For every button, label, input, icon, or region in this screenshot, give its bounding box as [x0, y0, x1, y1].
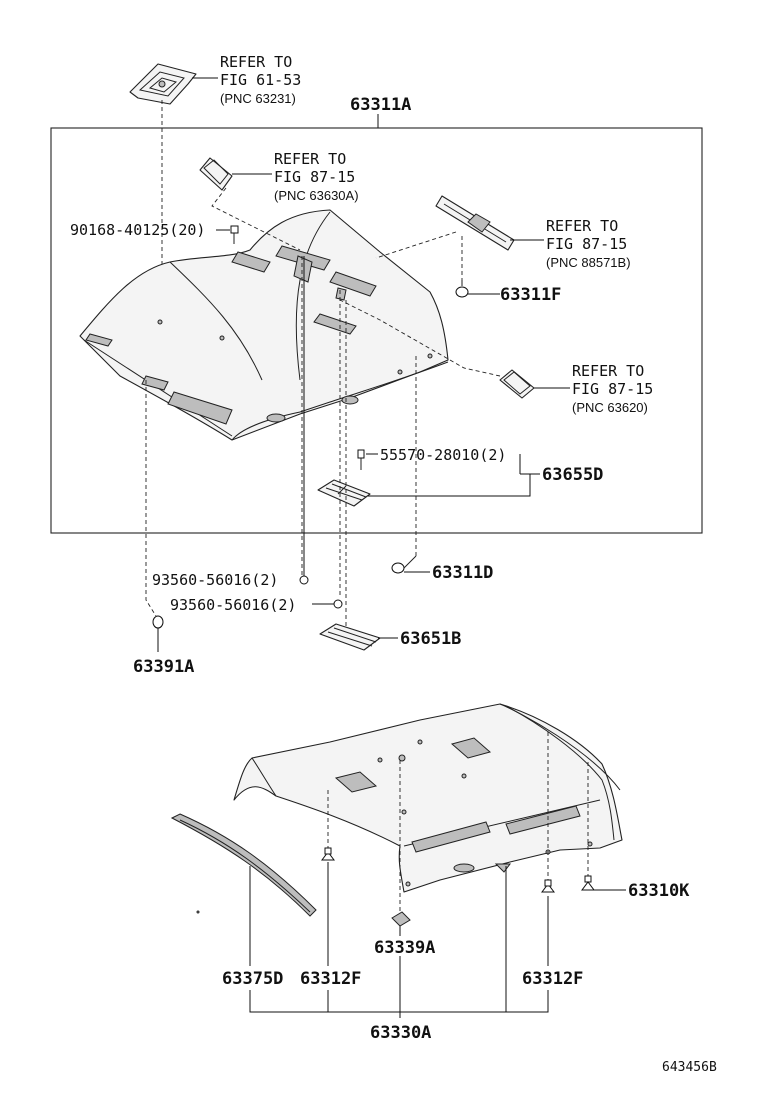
- ref-87-15-a-line3: (PNC 63630A): [274, 188, 359, 203]
- dash-ref-87-15-a: [211, 187, 301, 251]
- leader-63330A-center: [327, 866, 507, 1018]
- label-63339A: 63339A: [374, 938, 435, 958]
- clip-63339A: [391, 911, 411, 927]
- assembly-box-63311A: [50, 127, 703, 534]
- label-55570-28010: 55570-28010(2): [380, 446, 506, 464]
- label-63655D: 63655D: [542, 465, 603, 485]
- pad-63651B: [319, 623, 381, 651]
- ref-text-87-15-b: REFER TO FIG 87-15 (PNC 88571B): [546, 217, 631, 270]
- leader-63330A-bottom-bar: [249, 990, 549, 1013]
- dash-drop-5: [145, 380, 157, 617]
- ref-61-53-line2: FIG 61-53: [220, 71, 301, 89]
- clip-55570: [357, 449, 365, 470]
- ref-87-15-c-line1: REFER TO: [572, 362, 644, 380]
- dash-ref-87-15-c: [339, 299, 501, 377]
- clip-63310K: [581, 875, 595, 891]
- label-63311D: 63311D: [432, 563, 493, 583]
- bolt-63312F-left: [321, 847, 335, 861]
- bolt-63312F-right: [541, 879, 555, 893]
- ref-87-15-a-line2: FIG 87-15: [274, 168, 355, 186]
- ref-text-87-15-c: REFER TO FIG 87-15 (PNC 63620): [572, 362, 653, 415]
- label-63311A: 63311A: [350, 95, 411, 115]
- label-63651B: 63651B: [400, 629, 461, 649]
- clip-63391A: [152, 615, 164, 629]
- ref-87-15-a-line1: REFER TO: [274, 150, 346, 168]
- label-63311F: 63311F: [500, 285, 561, 305]
- screw-63311F: [455, 280, 469, 298]
- label-90168-40125: 90168-40125(20): [70, 221, 205, 239]
- figure-code: 643456B: [662, 1060, 717, 1075]
- headliner-assembly: [79, 209, 449, 441]
- dot-mark: [196, 910, 200, 914]
- ref-87-15-b-line1: REFER TO: [546, 217, 618, 235]
- screw-93560-a: [299, 575, 309, 585]
- clip-90168: [230, 225, 239, 244]
- ref-61-53-line3: (PNC 63231): [220, 91, 296, 106]
- label-63312F-right: 63312F: [522, 969, 583, 989]
- ref-87-15-c-line3: (PNC 63620): [572, 400, 648, 415]
- label-63375D: 63375D: [222, 969, 283, 989]
- dash-ref-87-15-b: [375, 231, 457, 259]
- screw-93560-b: [333, 599, 343, 609]
- label-63312F-left: 63312F: [300, 969, 361, 989]
- weatherstrip-63375D: [170, 813, 317, 917]
- ref-text-87-15-a: REFER TO FIG 87-15 (PNC 63630A): [274, 150, 359, 203]
- leader-63655D: [368, 454, 540, 497]
- pad-63655D: [317, 479, 371, 507]
- ref-87-15-b-line3: (PNC 88571B): [546, 255, 631, 270]
- label-93560-56016-b: 93560-56016(2): [170, 596, 296, 614]
- label-63330A: 63330A: [370, 1023, 431, 1043]
- label-93560-56016-a: 93560-56016(2): [152, 571, 278, 589]
- sunvisor-holder-part: [199, 157, 233, 191]
- bracket-part-61-53: [129, 63, 197, 105]
- roof-headlining: [233, 703, 623, 893]
- ref-87-15-b-line2: FIG 87-15: [546, 235, 627, 253]
- ref-61-53-line1: REFER TO: [220, 53, 292, 71]
- screw-63311D: [391, 555, 417, 574]
- label-63310K: 63310K: [628, 881, 690, 901]
- room-lamp-part: [435, 195, 515, 251]
- assist-grip-part: [499, 369, 535, 399]
- ref-text-61-53: REFER TO FIG 61-53 (PNC 63231): [220, 53, 301, 106]
- label-63391A: 63391A: [133, 657, 194, 677]
- ref-87-15-c-line2: FIG 87-15: [572, 380, 653, 398]
